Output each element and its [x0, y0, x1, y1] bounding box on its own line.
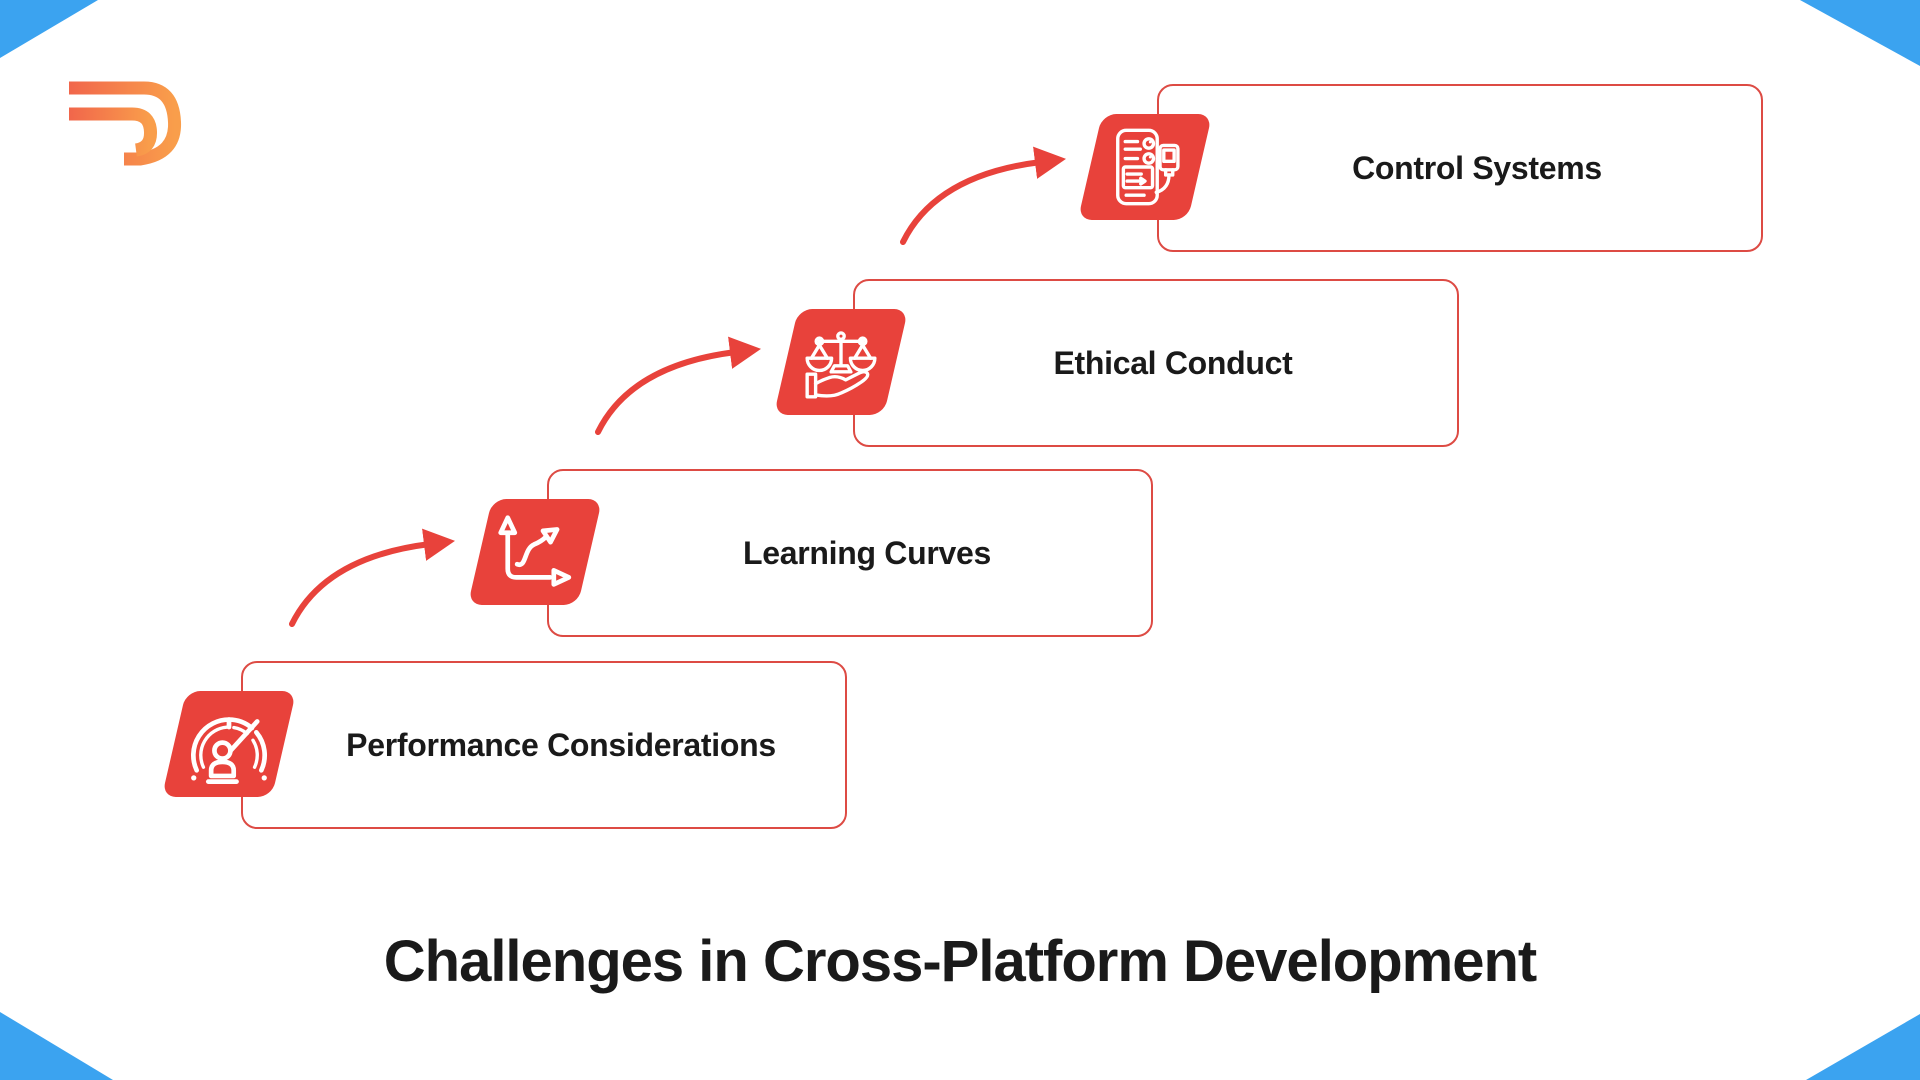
scales-hand-icon — [805, 331, 877, 399]
page-title: Challenges in Cross-Platform Development — [383, 929, 1537, 994]
td-brand-logo-icon — [69, 81, 182, 166]
step-label: Learning Curves — [742, 534, 992, 571]
step-box: Ethical Conduct — [853, 279, 1459, 447]
step-ethical-conduct: Ethical Conduct — [773, 279, 1459, 447]
step-control-systems: Control Systems — [1077, 84, 1763, 252]
step-box: Performance Considerations — [241, 661, 847, 829]
corner-triangle-bottom-right — [1806, 1014, 1920, 1080]
corner-triangle-top-right — [1800, 0, 1920, 66]
step-learning-curves: Learning Curves — [467, 469, 1153, 637]
step-label: Performance Considerations — [346, 726, 776, 763]
corner-triangle-bottom-left — [0, 1012, 113, 1080]
step-icon-badge — [467, 499, 603, 605]
step-label: Control Systems — [1352, 149, 1602, 186]
step-icon-badge — [1077, 114, 1213, 220]
learning-curve-icon — [498, 515, 572, 587]
step-performance-considerations: Performance Considerations — [161, 661, 847, 829]
step-icon-badge — [773, 309, 909, 415]
arrow-step1-to-step2 — [289, 528, 456, 627]
step-icon-badge — [161, 691, 297, 797]
step-label: Ethical Conduct — [1053, 344, 1293, 381]
step-box: Learning Curves — [547, 469, 1153, 637]
arrow-step3-to-step4 — [900, 146, 1067, 245]
step-box: Control Systems — [1157, 84, 1763, 252]
corner-triangle-top-left — [0, 0, 98, 58]
arrow-step2-to-step3 — [595, 336, 762, 435]
control-panel-icon — [1116, 128, 1180, 206]
performance-gauge-icon — [191, 717, 267, 784]
